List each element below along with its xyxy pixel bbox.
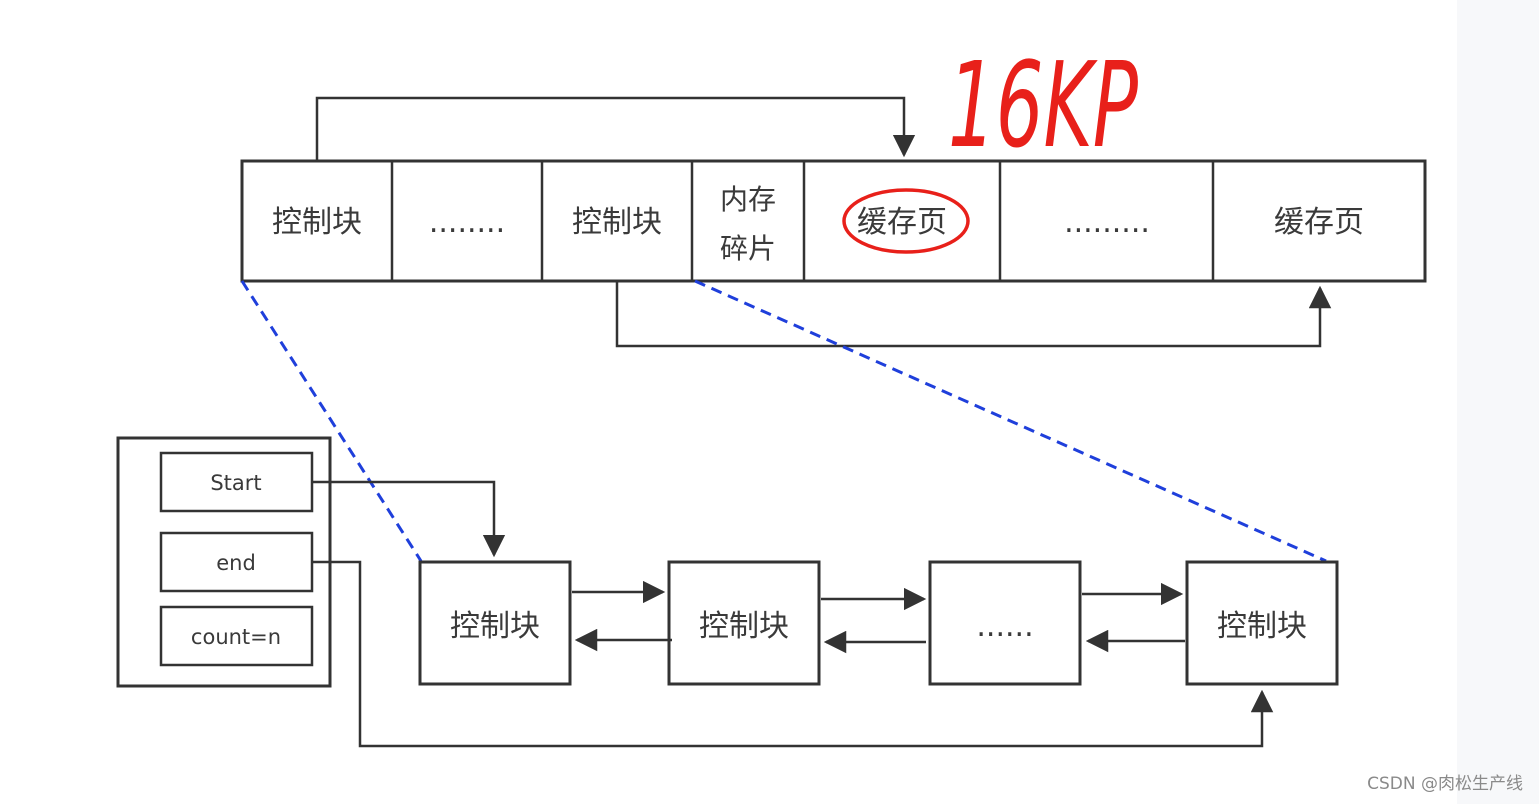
list-node-label: 控制块 bbox=[1217, 609, 1307, 644]
csdn-watermark: CSDN @肉松生产线 bbox=[1367, 774, 1523, 794]
list-node-label: 控制块 bbox=[450, 609, 540, 644]
memory-fragment-label-line1: 内存 bbox=[720, 183, 776, 216]
list-node-box bbox=[928, 560, 1082, 686]
list-node-box bbox=[418, 560, 572, 686]
memory-fragment-label-line2: 碎片 bbox=[720, 232, 776, 265]
red-circle-highlight bbox=[842, 188, 970, 254]
projection-dashed-line bbox=[694, 279, 1327, 563]
list-node-label: ...... bbox=[976, 609, 1033, 644]
memory-row-frame bbox=[240, 159, 1427, 283]
list-node-box bbox=[1185, 560, 1339, 686]
count-field-label: count=n bbox=[191, 625, 281, 649]
list-node-box bbox=[667, 560, 821, 686]
handwritten-16kp-text: 16KP bbox=[948, 36, 1138, 174]
handwritten-16kp-annotation: 16KP bbox=[842, 36, 1138, 254]
control-block-cell-label: 控制块 bbox=[272, 205, 362, 240]
end-field-label: end bbox=[216, 551, 256, 575]
start-field-label: Start bbox=[210, 471, 261, 495]
control-block-cell-label: 控制块 bbox=[572, 205, 662, 240]
cache-page-cell-label: 缓存页 bbox=[1274, 205, 1364, 240]
cache-page-cell-label: 缓存页 bbox=[857, 205, 947, 240]
ellipsis-cell-label: ......... bbox=[1064, 205, 1150, 240]
free-list-base-node: Start end count=n bbox=[116, 436, 332, 688]
control-to-cache-arrow bbox=[315, 96, 916, 161]
start-pointer-arrow bbox=[312, 480, 506, 558]
ellipsis-cell-label: ........ bbox=[429, 205, 505, 240]
count-field-box bbox=[159, 605, 314, 667]
memory-row: 控制块 ........ 控制块 内存 碎片 缓存页 ......... 缓存页 bbox=[240, 159, 1427, 283]
list-node-label: 控制块 bbox=[699, 609, 789, 644]
end-pointer-arrow bbox=[312, 560, 1274, 748]
page-margin-strip bbox=[1457, 0, 1539, 804]
linked-list: 控制块 控制块 ...... 控制块 bbox=[418, 560, 1339, 686]
control-to-cache-arrow bbox=[615, 281, 1332, 348]
projection-dashed-line bbox=[240, 280, 423, 562]
